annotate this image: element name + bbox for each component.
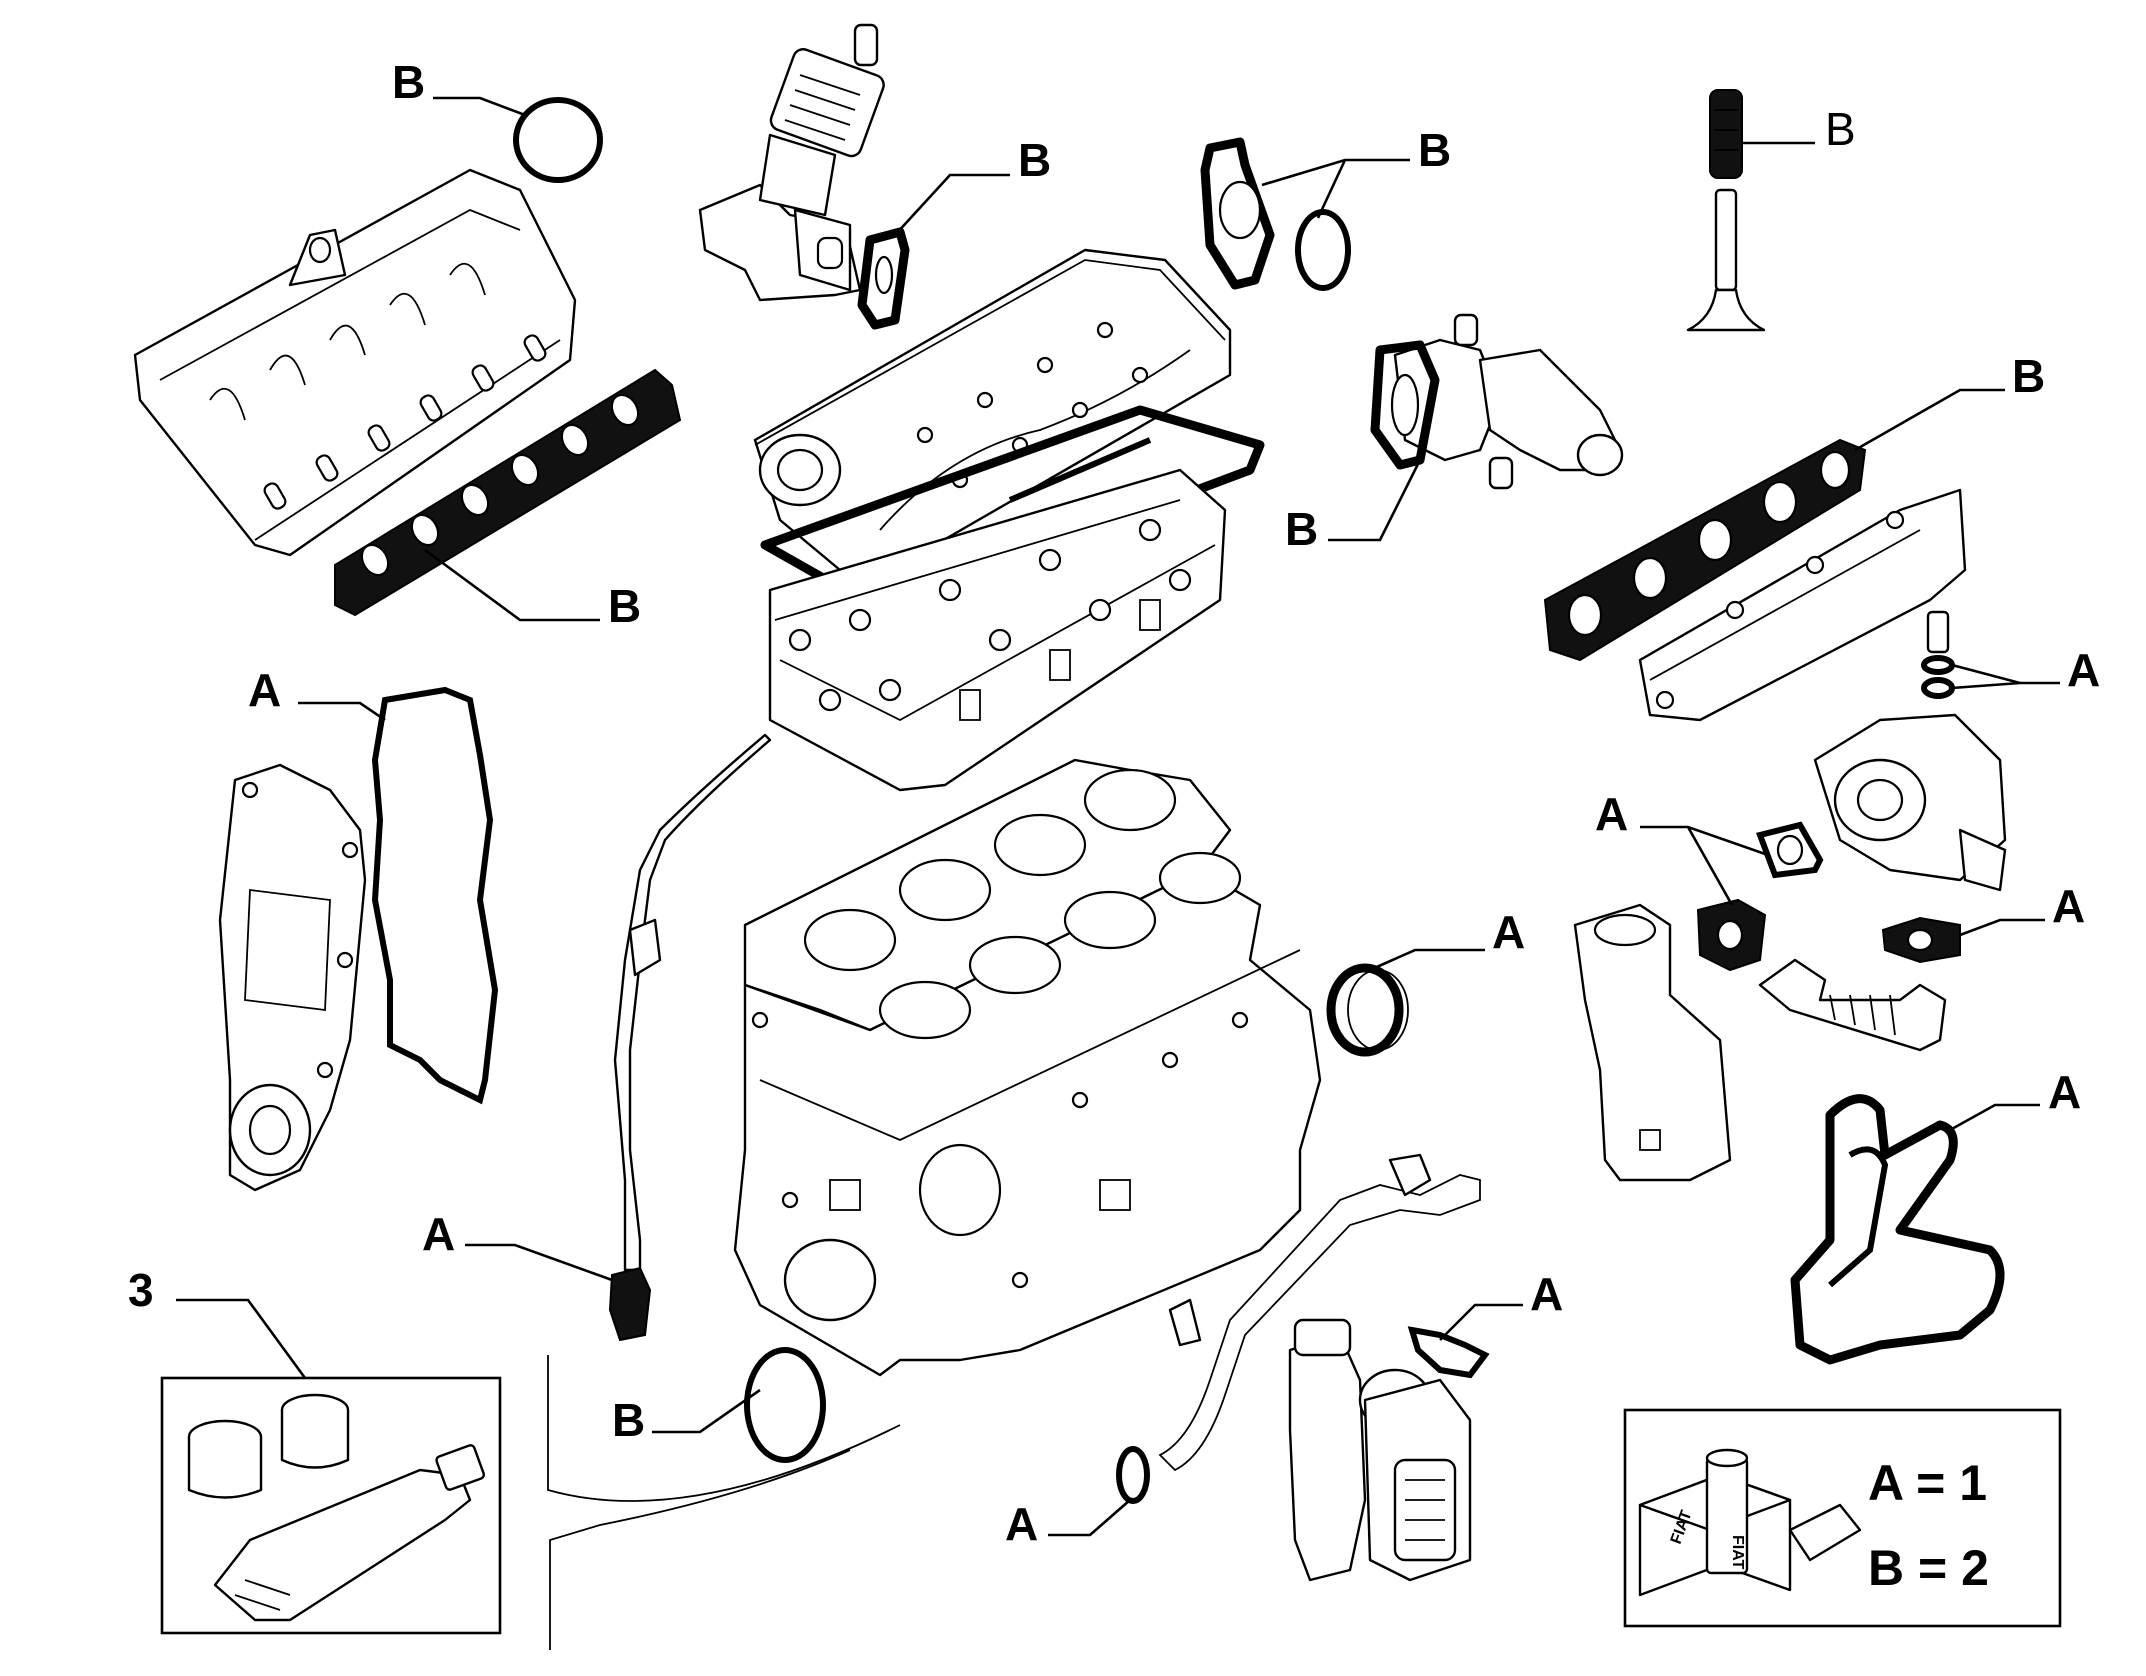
intake-manifold — [133, 168, 577, 557]
thermostat-housing — [1393, 313, 1624, 490]
oil-filter-housing-gasket: A — [1790, 1066, 2081, 1365]
drain-plug: A — [422, 1208, 652, 1342]
oil-housing-small-gasket: A — [1407, 1268, 1563, 1379]
callout-label: A — [1005, 1498, 1038, 1550]
callout-label: B — [1418, 124, 1451, 176]
callout-label: B — [608, 580, 641, 632]
engine-block — [733, 851, 1322, 1377]
callout-label: A — [1492, 906, 1525, 958]
crankshaft-seal: A — [1326, 906, 1525, 1057]
intake-manifold-gasket: B — [334, 368, 682, 632]
callout-label: A — [2052, 880, 2085, 932]
turbo-bolt-washers: A — [1921, 610, 2100, 699]
egr-flange-gasket: B — [1200, 124, 1451, 291]
callout-label: A — [422, 1208, 455, 1260]
oil-pipe — [1158, 1153, 1481, 1472]
valve-and-stem-seal: B — [1686, 89, 1856, 332]
callout-label: B — [2012, 350, 2045, 402]
quantity-legend: FIAT FIAT A = 1 B = 2 — [1623, 1408, 2062, 1628]
egr-cooler-pipe — [1758, 958, 1947, 1052]
egr-gasket: B — [857, 134, 1051, 330]
callout-label: A — [1595, 788, 1628, 840]
callout-label: A — [2048, 1066, 2081, 1118]
exhaust-manifold-gasket: B — [1543, 350, 2045, 662]
oil-pipe-oring: A — [1005, 1446, 1150, 1550]
block-oring: B — [612, 1347, 826, 1463]
callout-label: A — [2067, 644, 2100, 696]
intake-oring: B — [392, 56, 603, 183]
cylinder-head-cover — [753, 248, 1232, 572]
egr-pipe-gasket: A — [1881, 880, 2085, 964]
turbo-gaskets: A — [1595, 788, 1824, 972]
stand-outline — [547, 1355, 901, 1650]
cylinder-head — [768, 468, 1227, 792]
sealant-kit: 3 — [128, 1264, 502, 1635]
callout-label: B — [1825, 103, 1856, 155]
timing-cover-gasket: A — [248, 664, 499, 1105]
legend-line-b: B = 2 — [1868, 1540, 1989, 1596]
egr-valve — [698, 23, 885, 302]
legend-line-a: A = 1 — [1868, 1455, 1987, 1511]
turbocharger — [1813, 713, 2007, 892]
callout-label: B — [612, 1394, 645, 1446]
cylinder-head-gasket — [743, 758, 1232, 1032]
callout-label: B — [1018, 134, 1051, 186]
callout-label: A — [248, 664, 281, 716]
thermostat-gasket: B — [1285, 340, 1440, 555]
catalytic-converter — [1573, 903, 1732, 1182]
callout-label: B — [392, 56, 425, 108]
callout-label: B — [1285, 503, 1318, 555]
callout-label: 3 — [128, 1264, 154, 1316]
callout-label: A — [1530, 1268, 1563, 1320]
brand-mark: FIAT — [1729, 1535, 1746, 1570]
oil-filter-housing — [1288, 1318, 1472, 1582]
exhaust-manifold — [1638, 488, 1967, 722]
timing-cover — [218, 763, 367, 1192]
